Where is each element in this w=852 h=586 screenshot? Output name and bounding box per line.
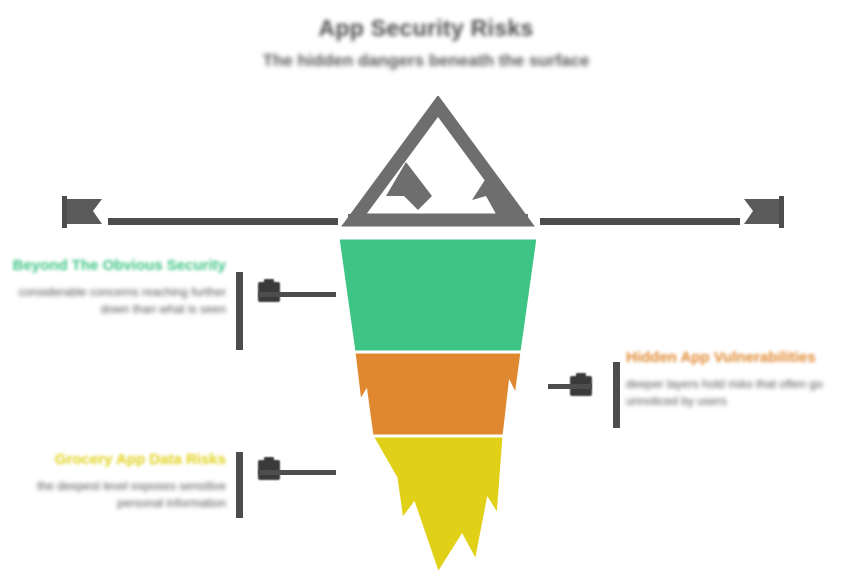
callout-green-heading: Beyond The Obvious Security xyxy=(12,257,226,274)
waterline-left xyxy=(108,218,338,225)
iceberg-band-orange xyxy=(352,350,524,438)
flag-marker-right-icon xyxy=(742,196,784,228)
connector-green-bar xyxy=(236,272,243,350)
connector-green xyxy=(236,272,336,350)
iceberg-band-yellow xyxy=(369,434,506,578)
callout-orange-body: deeper layers hold risks that often go u… xyxy=(626,377,823,408)
callout-orange[interactable]: Hidden App Vulnerabilities deeper layers… xyxy=(626,348,846,410)
connector-yellow xyxy=(236,452,336,518)
iceberg-band-green xyxy=(336,236,540,354)
connector-yellow-line xyxy=(258,470,336,475)
callout-yellow-heading: Grocery App Data Risks xyxy=(54,451,226,468)
iceberg-graphic xyxy=(326,96,550,578)
connector-orange xyxy=(548,362,620,428)
iceberg-tip xyxy=(341,96,535,227)
page-title: App Security Risks xyxy=(318,15,534,41)
connector-orange-bar xyxy=(613,362,620,428)
callout-green-body: considerable concerns reaching further d… xyxy=(18,285,226,316)
callout-yellow[interactable]: Grocery App Data Risks the deepest level… xyxy=(8,450,226,512)
flag-marker-left-icon xyxy=(62,196,104,228)
connector-yellow-bar xyxy=(236,452,243,518)
title-block: App Security Risks The hidden dangers be… xyxy=(0,14,852,72)
connector-orange-line xyxy=(548,384,592,389)
callout-orange-heading: Hidden App Vulnerabilities xyxy=(626,349,816,366)
page-subtitle: The hidden dangers beneath the surface xyxy=(262,51,590,70)
callout-yellow-body: the deepest level exposes sensitive pers… xyxy=(37,479,226,510)
connector-green-line xyxy=(258,292,336,297)
callout-green[interactable]: Beyond The Obvious Security considerable… xyxy=(8,256,226,318)
waterline-right xyxy=(540,218,740,225)
